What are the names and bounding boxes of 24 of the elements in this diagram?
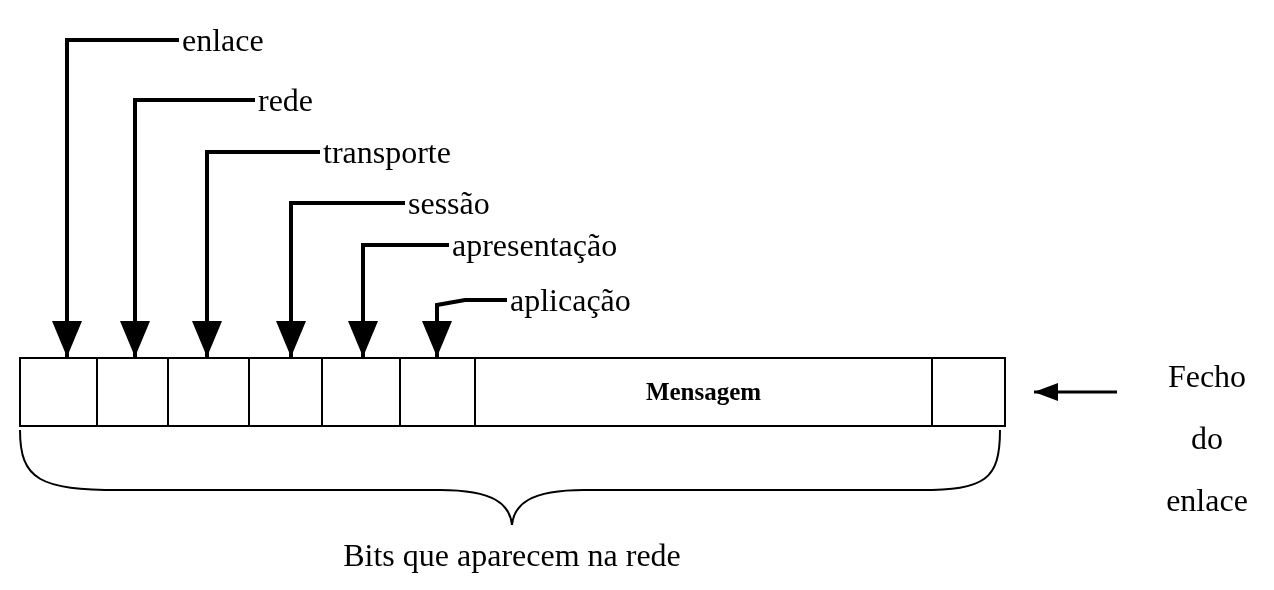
leader-arrow — [120, 98, 255, 357]
header-field — [399, 357, 476, 427]
header-field — [96, 357, 169, 427]
leader-arrow — [348, 243, 449, 357]
message-field — [474, 357, 933, 427]
header-field — [931, 357, 1006, 427]
layer-label: enlace — [182, 20, 264, 60]
leader-arrow — [422, 298, 507, 357]
layer-label: rede — [258, 80, 314, 120]
header-field — [248, 357, 323, 427]
header-field — [167, 357, 250, 427]
layer-label: transporte — [323, 132, 451, 172]
header-field — [19, 357, 98, 427]
layer-label: aplicação — [510, 280, 631, 320]
brace-label: Bits que aparecem na rede — [342, 536, 682, 575]
field-text: Mensagem — [644, 378, 763, 406]
leader-arrow — [52, 38, 179, 357]
leader-arrow — [192, 150, 320, 357]
leader-arrow — [276, 201, 405, 357]
layer-label: sessão — [408, 183, 490, 223]
trailer-label: Fecho do enlace — [1157, 345, 1257, 531]
arrow — [1034, 383, 1117, 401]
header-field — [321, 357, 401, 427]
layer-label: apresentação — [452, 225, 618, 265]
